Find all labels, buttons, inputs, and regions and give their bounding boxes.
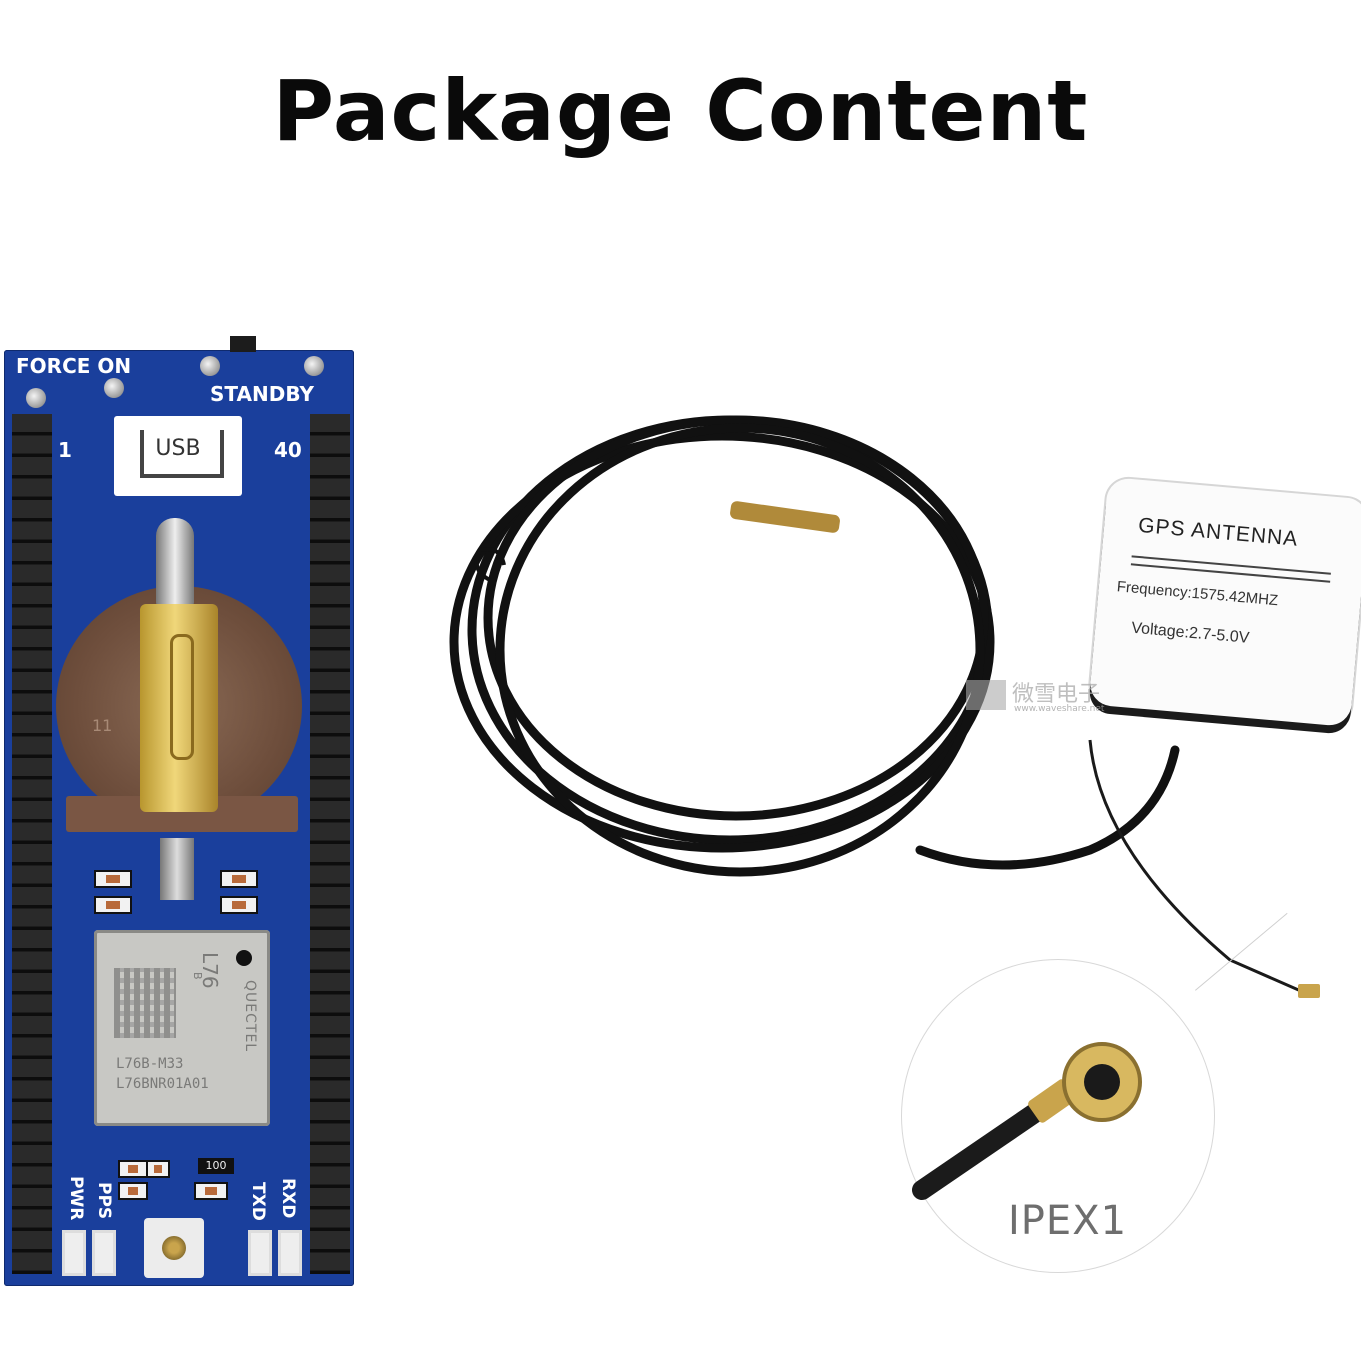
battery-spring-top [156,518,194,608]
screw-icon [26,388,46,408]
pin-40-label: 40 [274,438,302,462]
txd-led [248,1230,272,1276]
txd-label: TXD [248,1182,268,1221]
cable-tail [915,745,1180,870]
pwr-label: PWR [66,1176,86,1221]
screw-icon [304,356,324,376]
qr-code-icon [114,968,176,1038]
gnss-module: L76 B QUECTEL L76B-M33 L76BNR01A01 [94,930,270,1126]
smd-component [220,870,258,888]
cable-loop [495,423,985,877]
force-on-label: FORCE ON [16,354,132,378]
thin-pigtail-cable [1088,739,1311,997]
smd-component [146,1160,170,1178]
cable-tie [474,547,506,582]
smd-component [94,870,132,888]
pin-header-left [12,414,52,1274]
pin-header-right [310,414,350,1274]
gps-module-board: FORCE ON STANDBY 1 40 USB 11 L76 B QUECT… [4,336,354,1286]
smd-component [220,896,258,914]
antenna-frequency: Frequency:1575.42MHZ [1116,578,1279,610]
connector-zoom-callout [902,960,1214,1272]
watermark-text: 微雪电子 [1012,682,1101,707]
smd-component [94,896,132,914]
watermark-url: www.waveshare.net [1014,704,1105,714]
module-model: L76 [198,952,222,989]
pin-1-label: 1 [58,438,72,462]
antenna-title: GPS ANTENNA [1137,513,1300,551]
ipex-plug-small [1298,984,1320,998]
battery-clip [140,604,218,812]
smd-component [194,1182,228,1200]
pps-led [92,1230,116,1276]
ufl-connector [144,1218,204,1278]
antenna-divider [1130,563,1331,583]
battery-spring-bottom [160,838,194,900]
standby-label: STANDBY [210,382,314,406]
resistor-label: 100 [198,1158,234,1174]
power-switch [230,336,256,352]
connector-label: IPEX1 [1008,1198,1128,1244]
smd-component [118,1160,148,1178]
ipex-socket [1084,1064,1120,1100]
coax-cable [912,1098,1052,1200]
pps-label: PPS [94,1182,114,1220]
usb-silkscreen-box: USB [114,416,242,496]
module-brand: QUECTEL [242,980,258,1053]
screw-icon [104,378,124,398]
module-variant: B [191,972,204,980]
pwr-led [62,1230,86,1276]
module-part-number: L76B-M33 [116,1056,184,1072]
module-serial: L76BNR01A01 [116,1076,209,1092]
waveshare-logo-icon [966,680,1006,710]
usb-port-icon [140,430,224,478]
antenna-voltage: Voltage:2.7-5.0V [1130,619,1250,647]
rxd-label: RXD [278,1178,298,1219]
antenna-cable-coil [449,415,1320,998]
rxd-led [278,1230,302,1276]
sma-connector [730,501,840,533]
watermark-logo: 微雪电子 www.waveshare.net [966,676,1156,716]
usb-label: USB [155,436,201,461]
page-title: Package Content [272,62,1089,160]
screw-icon [200,356,220,376]
cell-label: 11 [92,716,113,735]
cable-loop [449,431,995,853]
pin1-dot [236,950,252,966]
smd-component [118,1182,148,1200]
cable-loop [483,415,989,821]
